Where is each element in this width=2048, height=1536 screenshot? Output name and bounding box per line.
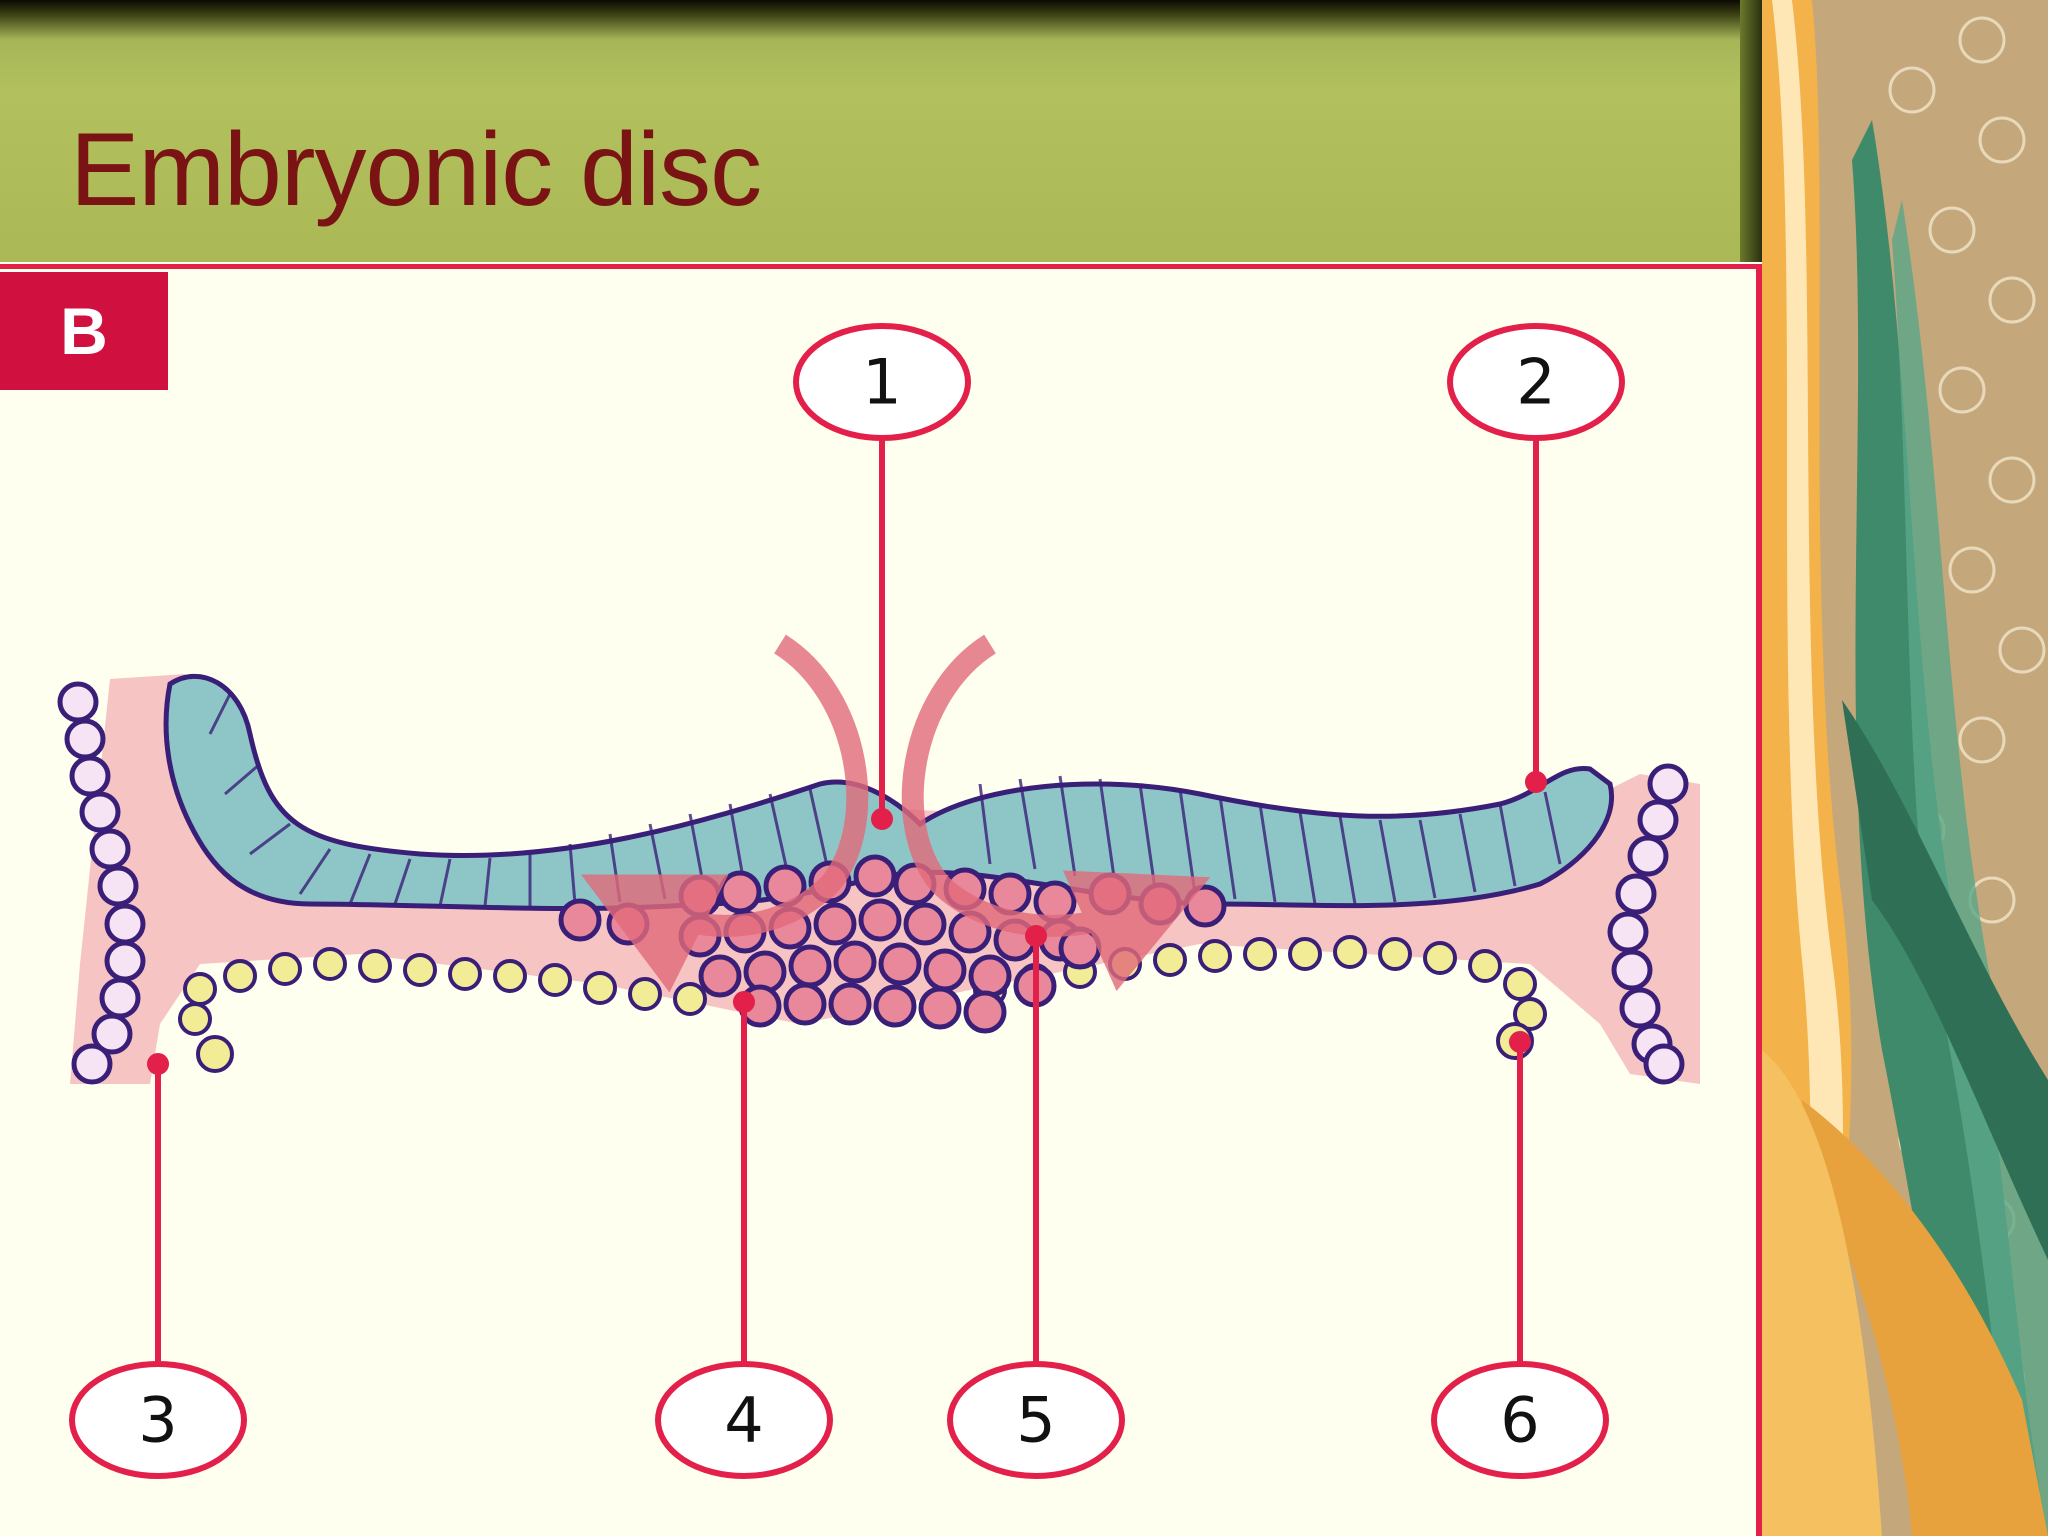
- callout-3: 3: [69, 1361, 247, 1479]
- leader-lines: [147, 439, 1547, 1366]
- callout-5: 5: [947, 1361, 1125, 1479]
- callout-2-label: 2: [1516, 346, 1555, 419]
- title-bar-shadow: [1740, 0, 1762, 262]
- callout-1: 1: [793, 323, 971, 441]
- callout-1-label: 1: [862, 346, 901, 419]
- callout-5-label: 5: [1016, 1384, 1055, 1457]
- slide-title: Embryonic disc: [70, 112, 762, 228]
- title-bar: [0, 0, 1762, 262]
- callout-2: 2: [1447, 323, 1625, 441]
- amnion-cells: [57, 681, 1689, 1085]
- decorative-side-art: [1762, 0, 2048, 1536]
- embryonic-disc-diagram: 1 2 3 4 5 6: [57, 323, 1700, 1479]
- callout-4: 4: [655, 1361, 833, 1479]
- panel-badge: B: [0, 272, 168, 390]
- callout-3-label: 3: [138, 1384, 177, 1457]
- callout-6-label: 6: [1500, 1384, 1539, 1457]
- callout-6: 6: [1431, 1361, 1609, 1479]
- epiblast-cell-boundaries: [208, 693, 1562, 907]
- primitive-streak-arrows: [580, 634, 1211, 993]
- callout-4-label: 4: [724, 1384, 763, 1457]
- epiblast-layer: [163, 673, 1614, 911]
